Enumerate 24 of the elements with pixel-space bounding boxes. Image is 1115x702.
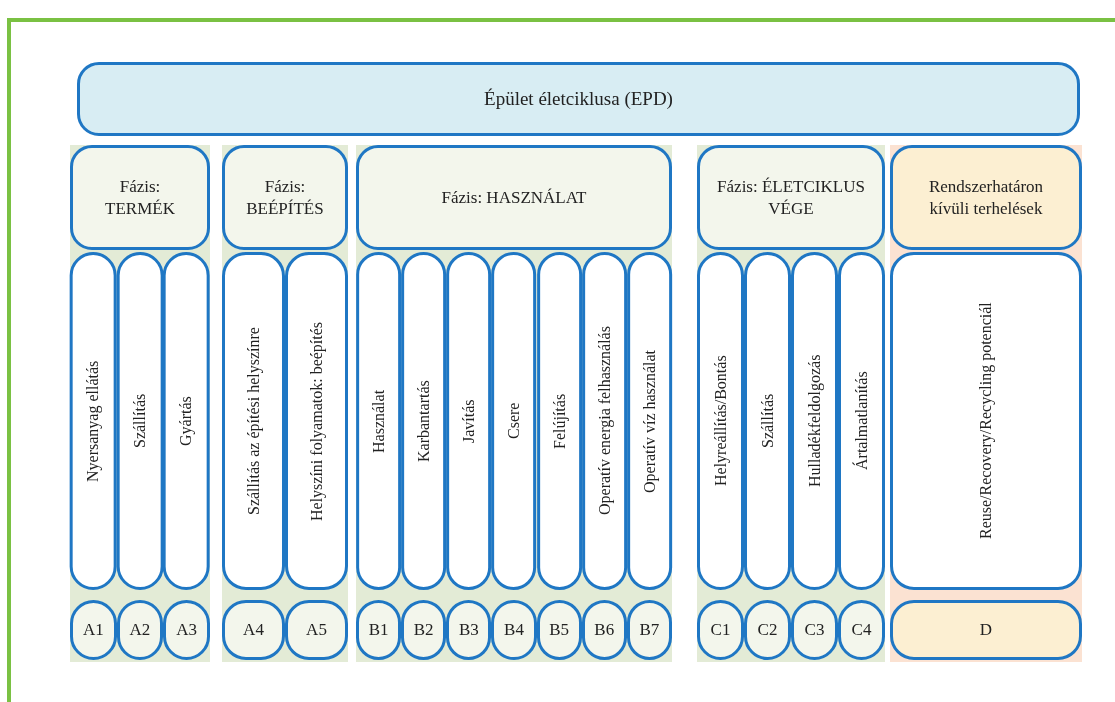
phase-header-box: Fázis: HASZNÁLAT	[356, 145, 672, 250]
stage-box: Csere	[491, 252, 537, 590]
phase-header-box: Rendszerhatáron kívüli terhelések	[890, 145, 1082, 250]
module-code: D	[890, 600, 1082, 660]
stage-box: Gyártás	[163, 252, 210, 590]
stage-box: Hulladékfeldolgozás	[791, 252, 838, 590]
phase-header-box: Fázis: TERMÉK	[70, 145, 210, 250]
stage-box: Nyersanyag ellátás	[70, 252, 117, 590]
stage-box: Szállítás az építési helyszínre	[222, 252, 285, 590]
stage-box: Karbantartás	[401, 252, 447, 590]
stage-box: Helyszíni folyamatok: beépítés	[285, 252, 348, 590]
stage-box: Ártalmatlanítás	[838, 252, 885, 590]
stage-box: Javítás	[446, 252, 492, 590]
stage-box: Operatív energia felhasználás	[581, 252, 627, 590]
stage-box: Használat	[356, 252, 402, 590]
stage-box: Szállítás	[744, 252, 791, 590]
stage-box: Szállítás	[116, 252, 164, 590]
stage-box: Operatív víz használat	[626, 252, 672, 590]
stage-box: Helyreállítás/Bontás	[697, 252, 744, 590]
stage-box: Reuse/Recovery/Recycling potenciál	[890, 252, 1082, 590]
title-box: Épület életciklusa (EPD)	[77, 62, 1080, 136]
stage-box: Felújítás	[536, 252, 582, 590]
phase-header-box: Fázis: BEÉPÍTÉS	[222, 145, 348, 250]
phase-header-box: Fázis: ÉLETCIKLUS VÉGE	[697, 145, 885, 250]
